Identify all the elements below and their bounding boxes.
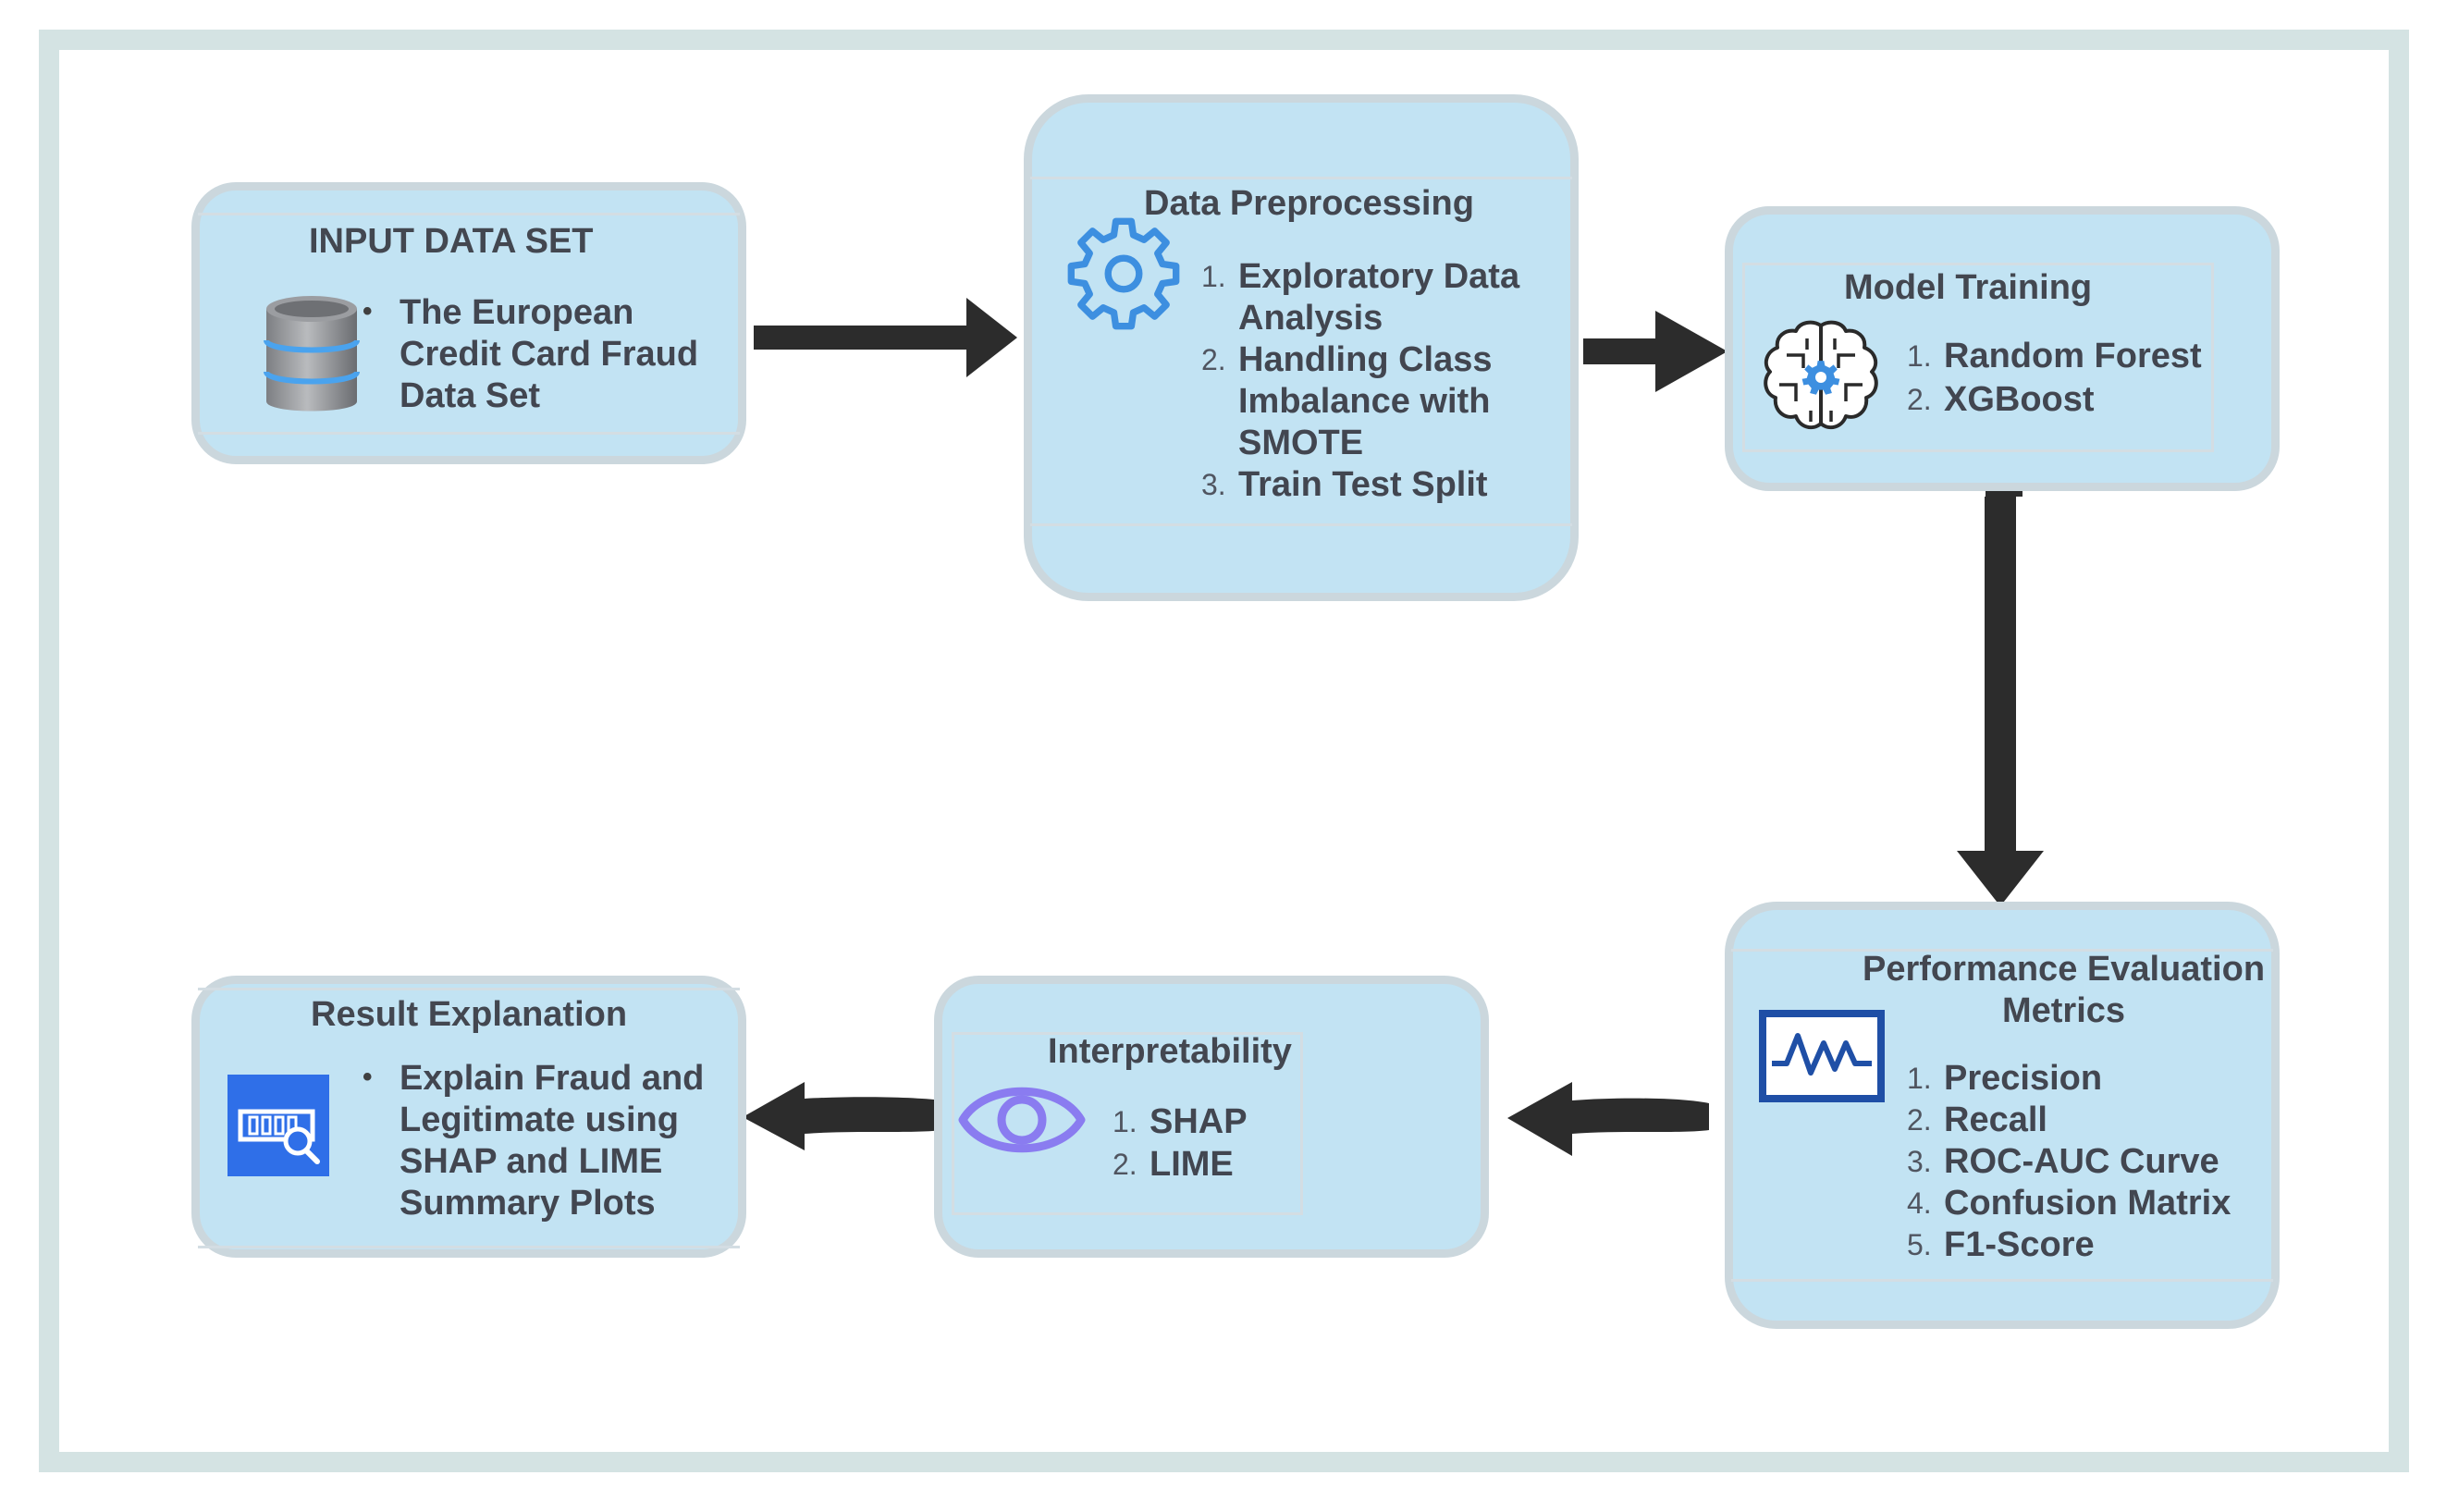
box-inner-band — [1742, 263, 2214, 452]
title-line: Performance Evaluation — [1863, 950, 2266, 989]
interpretability-methods: 1. SHAP 2. LIME — [1113, 1100, 1248, 1186]
item-text: F1-Score — [1944, 1225, 2095, 1264]
arrow-evaluation-to-interpretability — [1507, 1082, 1709, 1156]
list-item: 3. Train Test Split — [1201, 464, 1519, 506]
eye-icon — [957, 1069, 1087, 1175]
item-number: 5. — [1907, 1228, 1932, 1261]
list-item: 1. Random Forest — [1907, 335, 2202, 378]
data-preprocessing-box: Data Preprocessing 1. Exploratory Data A… — [1024, 94, 1579, 601]
brain-gear-icon — [1759, 318, 1883, 441]
item-number: 1. — [1907, 1062, 1932, 1095]
input-data-set-box: INPUT DATA SET • The European Credit Car… — [191, 182, 746, 464]
item-number: 1. — [1907, 339, 1932, 373]
arrow-training-to-evaluation — [1957, 481, 2044, 906]
line: SHAP and LIME — [400, 1142, 663, 1181]
item-text: XGBoost — [1944, 380, 2095, 419]
item-number: 1. — [1201, 260, 1226, 293]
bullet-mark: • — [363, 1062, 373, 1092]
line: Exploratory Data — [1238, 257, 1520, 296]
item-text: SHAP — [1150, 1102, 1248, 1141]
list-item: 3. ROC-AUC Curve — [1907, 1141, 2231, 1183]
search-chart-icon — [227, 1075, 329, 1181]
line: SMOTE — [1238, 424, 1364, 462]
arrow-input-to-preprocessing — [754, 298, 1017, 377]
result-description: • Explain Fraud and Legitimate using SHA… — [363, 1058, 704, 1224]
item-number: 2. — [1113, 1148, 1137, 1181]
arrow-interpretability-to-result — [743, 1082, 941, 1150]
line: Analysis — [1238, 299, 1383, 338]
item-text: Recall — [1944, 1100, 2047, 1139]
list-item: 4. Confusion Matrix — [1907, 1183, 2231, 1224]
item-text: Precision — [1944, 1059, 2103, 1098]
database-icon — [261, 292, 363, 423]
training-models: 1. Random Forest 2. XGBoost — [1907, 335, 2202, 422]
box-inner-band — [952, 1032, 1303, 1215]
input-title: INPUT DATA SET — [309, 222, 594, 261]
list-item: 2. XGBoost — [1907, 378, 2202, 422]
evaluation-metrics: 1. Precision 2. Recall 3. ROC-AUC Curve … — [1907, 1058, 2231, 1266]
list-item: • Explain Fraud and Legitimate using SHA… — [363, 1058, 704, 1224]
preprocessing-steps: 1. Exploratory Data Analysis 2. Handling… — [1201, 256, 1519, 506]
line: Explain Fraud and — [400, 1059, 705, 1098]
line: Handling Class — [1238, 340, 1493, 379]
list-item: 2. Handling Class Imbalance with SMOTE — [1201, 339, 1519, 464]
item-text: LIME — [1150, 1145, 1234, 1184]
item-text: Random Forest — [1944, 337, 2202, 375]
box-inner-band — [198, 988, 740, 1248]
item-text: ROC-AUC Curve — [1944, 1142, 2219, 1181]
box-inner-band — [1030, 177, 1572, 526]
interpretability-title: Interpretability — [1048, 1032, 1292, 1071]
list-item: • The European Credit Card Fraud Data Se… — [363, 292, 698, 417]
item-number: 2. — [1907, 1103, 1932, 1137]
interpretability-box: Interpretability 1. SHAP 2. LIME — [934, 976, 1489, 1258]
bullet-mark: • — [363, 296, 373, 326]
line: Train Test Split — [1238, 465, 1488, 504]
model-training-box: Model Training — [1725, 206, 2280, 491]
training-title: Model Training — [1844, 268, 2093, 307]
line: The European — [400, 293, 634, 332]
list-item: 2. Recall — [1907, 1100, 2231, 1141]
item-text: Confusion Matrix — [1944, 1184, 2232, 1223]
item-number: 3. — [1201, 468, 1226, 501]
input-description: • The European Credit Card Fraud Data Se… — [363, 292, 698, 417]
monitor-chart-icon — [1759, 1010, 1885, 1107]
result-title: Result Explanation — [311, 995, 628, 1034]
box-inner-band — [1731, 949, 2273, 1282]
line: Data Set — [400, 376, 541, 415]
arrow-preprocessing-to-training — [1583, 311, 1727, 392]
list-item: 1. SHAP — [1113, 1100, 1248, 1143]
list-item: 2. LIME — [1113, 1143, 1248, 1186]
preprocessing-title: Data Preprocessing — [1144, 184, 1474, 223]
item-number: 2. — [1201, 343, 1226, 376]
list-item: 5. F1-Score — [1907, 1224, 2231, 1266]
list-item: 1. Precision — [1907, 1058, 2231, 1100]
line: Summary Plots — [400, 1184, 656, 1223]
line: Legitimate using — [400, 1100, 679, 1139]
result-explanation-box: Result Explanation • Explain Fraud and L… — [191, 976, 746, 1258]
line: Credit Card Fraud — [400, 335, 699, 374]
evaluation-title: Performance Evaluation Metrics — [1863, 949, 2265, 1032]
item-number: 3. — [1907, 1145, 1932, 1178]
list-item: 1. Exploratory Data Analysis — [1201, 256, 1519, 339]
line: Imbalance with — [1238, 382, 1491, 421]
gear-icon — [1065, 215, 1182, 337]
title-line: Metrics — [2001, 991, 2126, 1030]
item-number: 4. — [1907, 1186, 1932, 1220]
item-number: 1. — [1113, 1105, 1137, 1138]
item-number: 2. — [1907, 383, 1932, 416]
performance-evaluation-box: Performance Evaluation Metrics 1. Precis… — [1725, 902, 2280, 1329]
box-inner-band — [198, 213, 740, 435]
